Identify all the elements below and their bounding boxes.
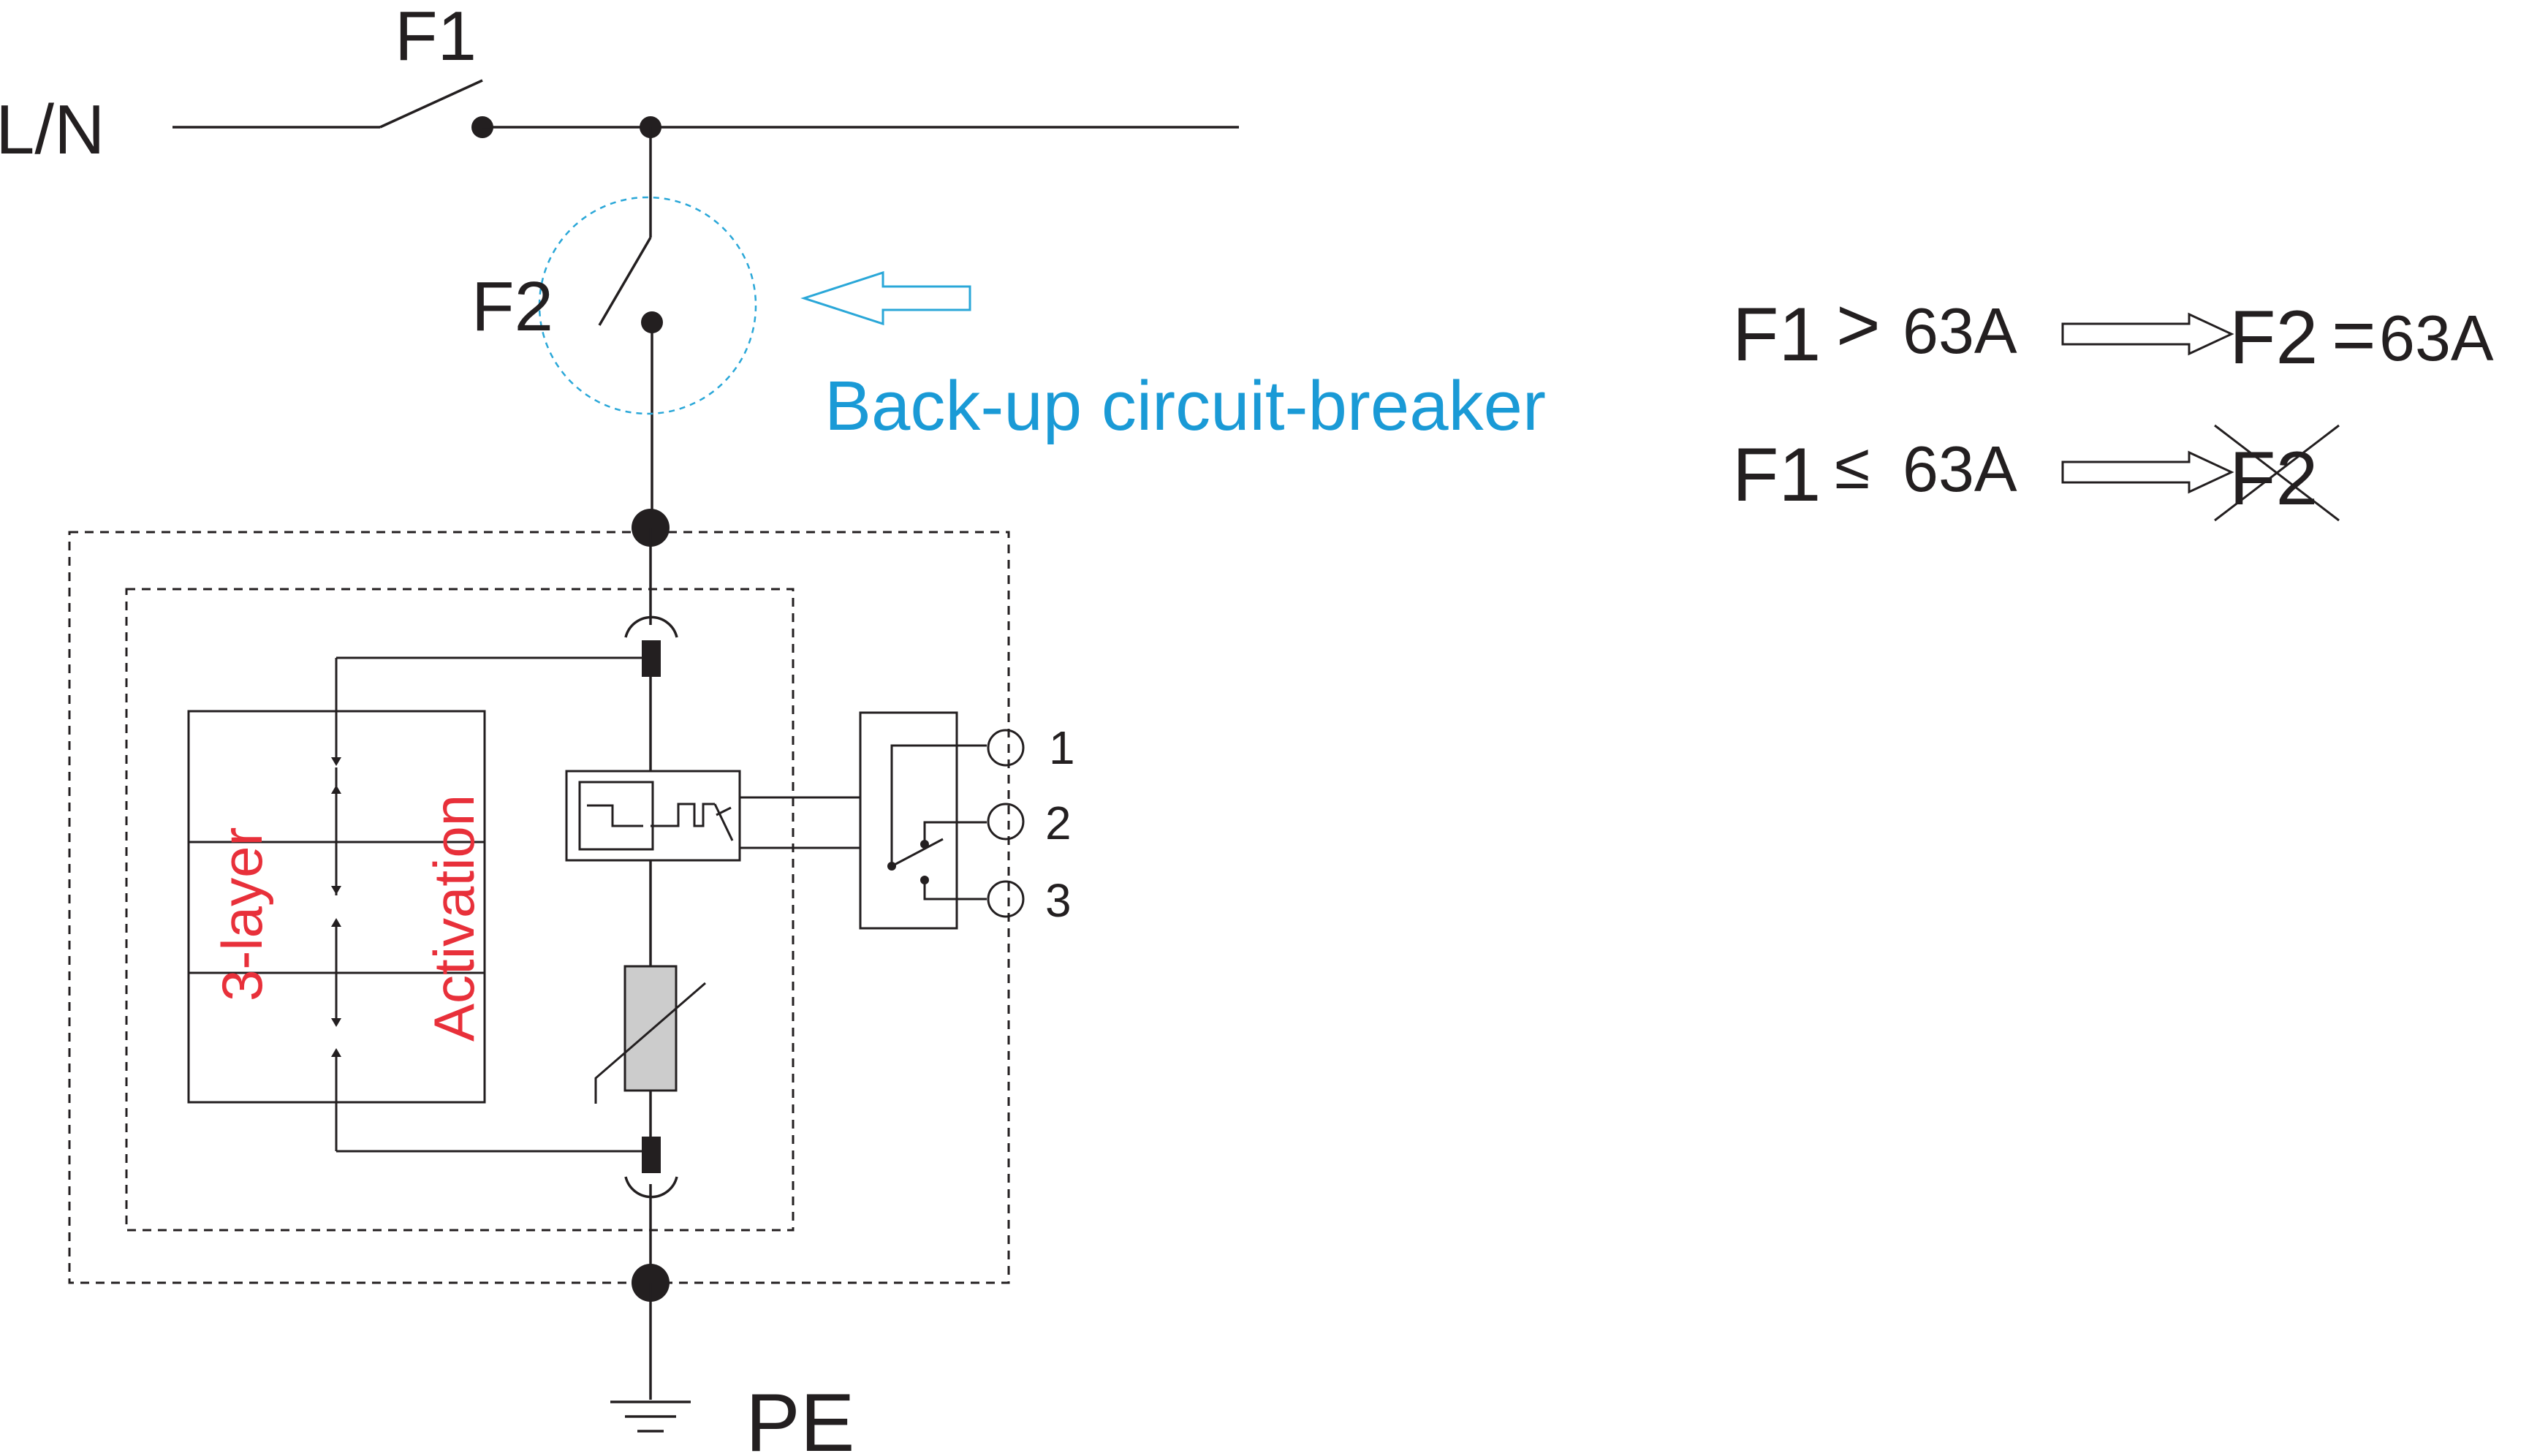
rule1-arrow-icon	[2061, 312, 2234, 356]
thermal-disconnector	[565, 770, 741, 862]
rule1-rhs-value: 63A	[2379, 302, 2494, 374]
rule1-rhs: F2	[2229, 295, 2318, 380]
backup-arrow-icon	[800, 270, 971, 326]
terminal-1	[987, 729, 1025, 767]
rule1-value: 63A	[1903, 295, 2017, 367]
activation-wire-bottom	[335, 1102, 642, 1153]
activation-label: Activation	[422, 795, 486, 1042]
cross-out-icon	[2214, 424, 2340, 522]
rule2-lhs: F1	[1732, 433, 1821, 517]
f1-breaker	[172, 79, 1239, 138]
remote-signal-contact	[859, 711, 987, 930]
backup-label: Back-up circuit-breaker	[824, 367, 1546, 445]
activation-wire-top	[335, 656, 642, 760]
terminal-2-label: 2	[1045, 797, 1072, 849]
f2-breaker	[598, 127, 663, 525]
rule1-lhs: F1	[1732, 292, 1821, 377]
rule-1: F1 > 63A F2 = 63A	[1732, 283, 2494, 380]
top-plug-connector	[624, 615, 678, 677]
pe-label: PE	[746, 1377, 854, 1456]
terminal-3	[987, 880, 1025, 918]
backup-highlight-circle	[538, 196, 757, 415]
rule2-operator: ≤	[1835, 430, 1870, 502]
f2-label: F2	[471, 268, 553, 346]
terminal-2	[987, 803, 1025, 841]
ground-icon	[610, 1400, 691, 1433]
inner-module	[125, 588, 795, 1232]
activation-block	[187, 710, 486, 1151]
bottom-plug-connector	[624, 1137, 678, 1199]
line-label: L/N	[0, 91, 105, 169]
rule2-value: 63A	[1903, 433, 2017, 505]
rule-2: F1 ≤ 63A F2	[1732, 424, 2340, 522]
terminal-3-label: 3	[1045, 874, 1072, 927]
f1-label: F1	[395, 0, 477, 75]
rule1-rhs-operator: =	[2332, 293, 2376, 378]
rule2-arrow-icon	[2061, 450, 2234, 494]
three-layer-label: 3-layer	[210, 827, 274, 1001]
rule1-operator: >	[1836, 283, 1881, 368]
rule2-rhs: F2	[2229, 436, 2318, 521]
varistor-icon	[594, 965, 706, 1104]
signal-link	[740, 796, 860, 849]
terminal-1-label: 1	[1049, 721, 1075, 774]
